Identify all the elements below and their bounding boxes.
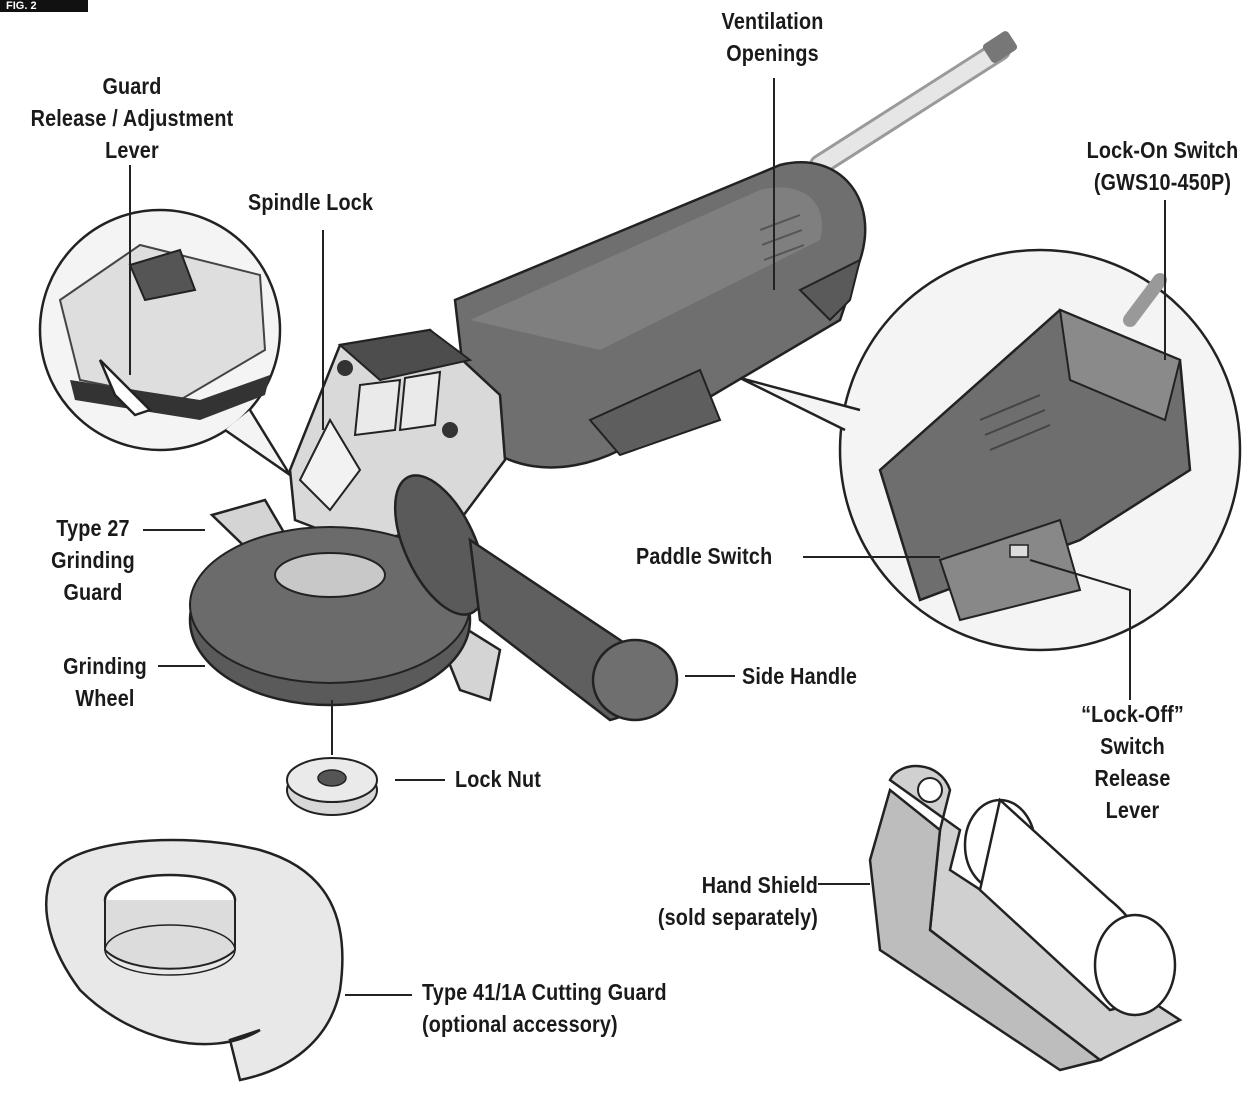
lock-on-switch-line-1: Lock-On Switch [1086,137,1239,163]
motor-housing [453,161,867,469]
grinding-wheel-line-1: Grinding [63,653,147,679]
type27-line-1: Type 27 [56,515,130,541]
gear-head [288,328,507,547]
leader-lines [129,78,1166,996]
ventilation-openings-label: Ventilation Openings [693,5,852,69]
lock-nut-label: Lock Nut [455,766,541,792]
grinding-wheel-line-2: Wheel [75,685,135,711]
spindle-lock-label: Spindle Lock [248,189,374,215]
cutting-guard-label: Type 41/1A Cutting Guard (optional acces… [422,976,667,1040]
guard-release-lever-label: Guard Release / Adjustment Lever [29,70,235,166]
grinding-wheel-shape [188,526,472,707]
lock-on-switch-label: Lock-On Switch (GWS10-450P) [1083,134,1242,198]
cutting-guard-line-1: Type 41/1A Cutting Guard [422,979,667,1005]
guard-lever-inset [38,208,292,477]
hand-shield-line-2: (sold separately) [657,904,818,930]
lock-off-line-3: Release [1094,765,1171,791]
lock-off-line-2: Switch [1100,733,1165,759]
guard-release-line-3: Lever [105,137,159,163]
ventilation-line-2: Openings [726,40,819,66]
side-handle-label: Side Handle [742,663,858,689]
ventilation-line-1: Ventilation [721,8,824,34]
hand-shield-line-1: Hand Shield [701,872,818,898]
cutting-guard-shape [45,838,344,1082]
hand-shield-shape [868,764,1183,1072]
type27-grinding-guard-label: Type 27 Grinding Guard [46,512,141,608]
guard-release-line-1: Guard [102,73,162,99]
switch-inset [739,248,1242,652]
paddle-switch-label: Paddle Switch [636,543,773,569]
type27-line-3: Guard [63,579,123,605]
lock-off-line-1: “Lock-Off” [1081,701,1184,727]
lock-on-switch-line-2: (GWS10-450P) [1093,169,1232,195]
guard-release-line-2: Release / Adjustment [30,105,234,131]
cutting-guard-line-2: (optional accessory) [422,1011,618,1037]
grinding-wheel-label: Grinding Wheel [53,650,156,714]
side-handle-shape [393,474,679,722]
power-cord [809,31,1018,176]
hand-shield-label: Hand Shield (sold separately) [631,869,818,933]
lock-nut-shape [286,757,378,816]
lock-off-release-lever-label: “Lock-Off” Switch Release Lever [1070,698,1195,826]
lock-off-line-4: Lever [1105,797,1160,823]
type27-line-2: Grinding [51,547,135,573]
figure-tag: FIG. 2 [0,0,88,12]
